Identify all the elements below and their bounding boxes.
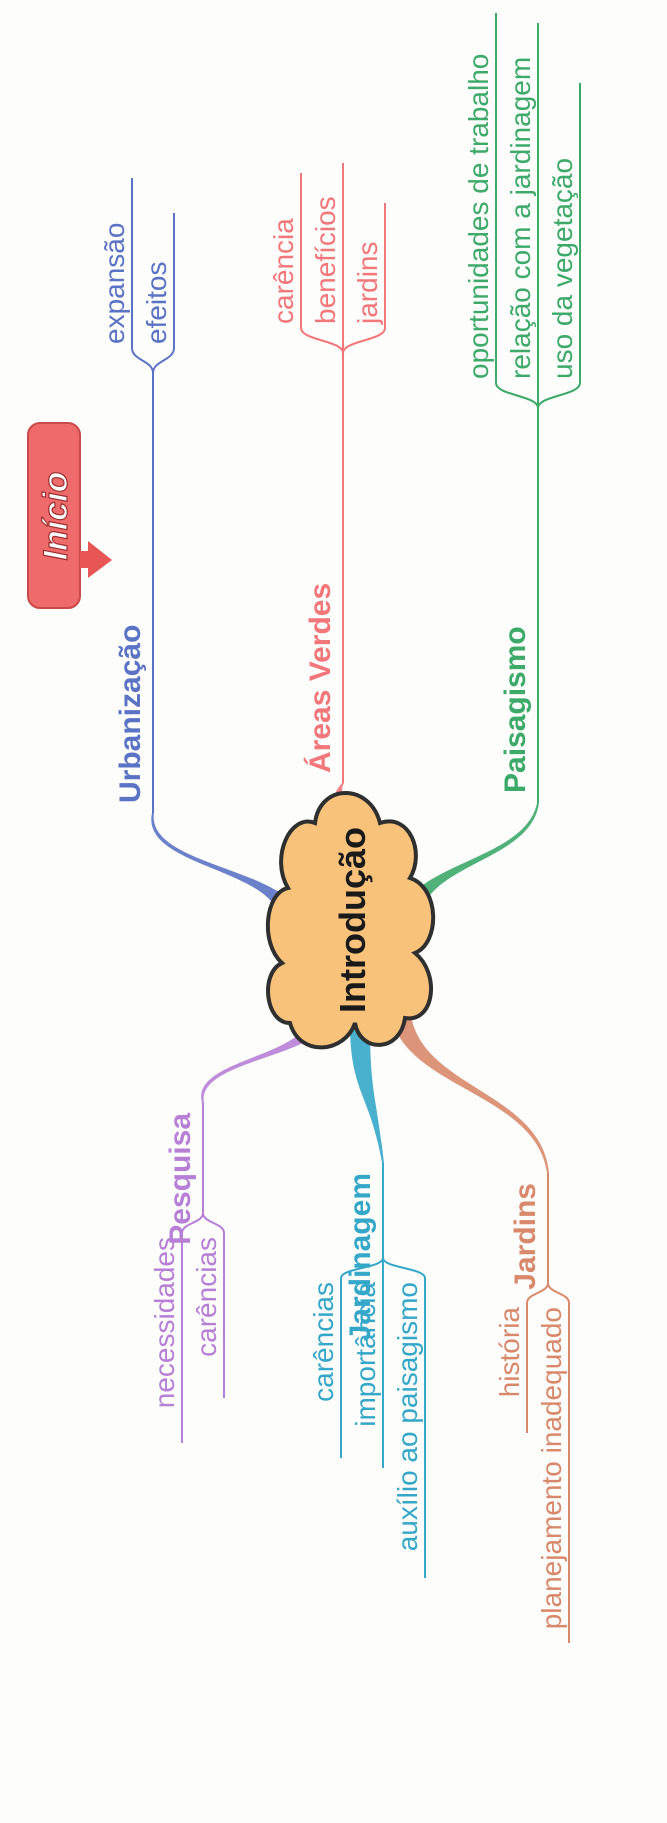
branch-areas-verdes[interactable]: Áreas Verdes carência benefícios jardins bbox=[268, 163, 386, 813]
leaf-label[interactable]: efeitos bbox=[141, 262, 172, 345]
leaf-label[interactable]: importância bbox=[350, 1282, 381, 1427]
start-button[interactable]: Início bbox=[27, 422, 112, 609]
start-button-bg bbox=[27, 422, 81, 609]
leaf-connector bbox=[495, 382, 539, 409]
leaf-connector bbox=[342, 327, 386, 354]
branch-label: Áreas Verdes bbox=[303, 583, 337, 773]
leaf-label[interactable]: carências bbox=[191, 1237, 222, 1357]
leaf-label[interactable]: planejamento inadequado bbox=[536, 1307, 567, 1629]
leaf-label[interactable]: uso da vegetação bbox=[547, 158, 578, 379]
branch-label: Pesquisa bbox=[164, 1113, 197, 1245]
branch-label: Urbanização bbox=[114, 625, 147, 803]
branch-paisagismo[interactable]: Paisagismo oportunidades de trabalho relaç… bbox=[400, 13, 581, 923]
leaf-label[interactable]: necessidades bbox=[149, 1237, 180, 1408]
leaf-label[interactable]: benefícios bbox=[310, 196, 341, 324]
leaf-label[interactable]: oportunidades de trabalho bbox=[463, 54, 494, 379]
center-label: Introdução bbox=[332, 827, 373, 1013]
leaf-connector bbox=[537, 382, 581, 409]
branch-label: Paisagismo bbox=[499, 626, 532, 793]
leaf-connector bbox=[300, 327, 344, 354]
leaf-label[interactable]: carências bbox=[308, 1282, 339, 1402]
leaf-label[interactable]: jardins bbox=[352, 242, 383, 325]
branch-label: Jardinagem bbox=[344, 1173, 377, 1341]
leaf-connector bbox=[152, 347, 175, 374]
leaf-connector bbox=[340, 1257, 384, 1279]
branch-connector bbox=[350, 1023, 384, 1163]
cloud-shape bbox=[265, 791, 436, 1050]
leaf-connector bbox=[382, 1257, 426, 1279]
leaf-connector bbox=[202, 1212, 225, 1234]
branch-connector bbox=[390, 1003, 549, 1173]
start-button-label: Início bbox=[37, 472, 75, 561]
leaf-label[interactable]: relação com a jardinagem bbox=[505, 57, 536, 379]
branch-label: Jardins bbox=[509, 1183, 542, 1290]
arrow-right-icon bbox=[80, 541, 112, 578]
branch-connector bbox=[400, 803, 539, 923]
leaf-label[interactable]: história bbox=[494, 1307, 525, 1398]
leaf-connector bbox=[547, 1282, 570, 1304]
leaf-connector bbox=[131, 347, 154, 374]
leaf-label[interactable]: auxílio ao paisagismo bbox=[392, 1282, 423, 1551]
leaf-label[interactable]: expansão bbox=[99, 223, 130, 344]
leaf-label[interactable]: carência bbox=[268, 218, 299, 324]
branch-jardins[interactable]: Jardins história planejamento inadequado bbox=[390, 1003, 570, 1643]
center-node[interactable]: Introdução bbox=[265, 791, 436, 1050]
